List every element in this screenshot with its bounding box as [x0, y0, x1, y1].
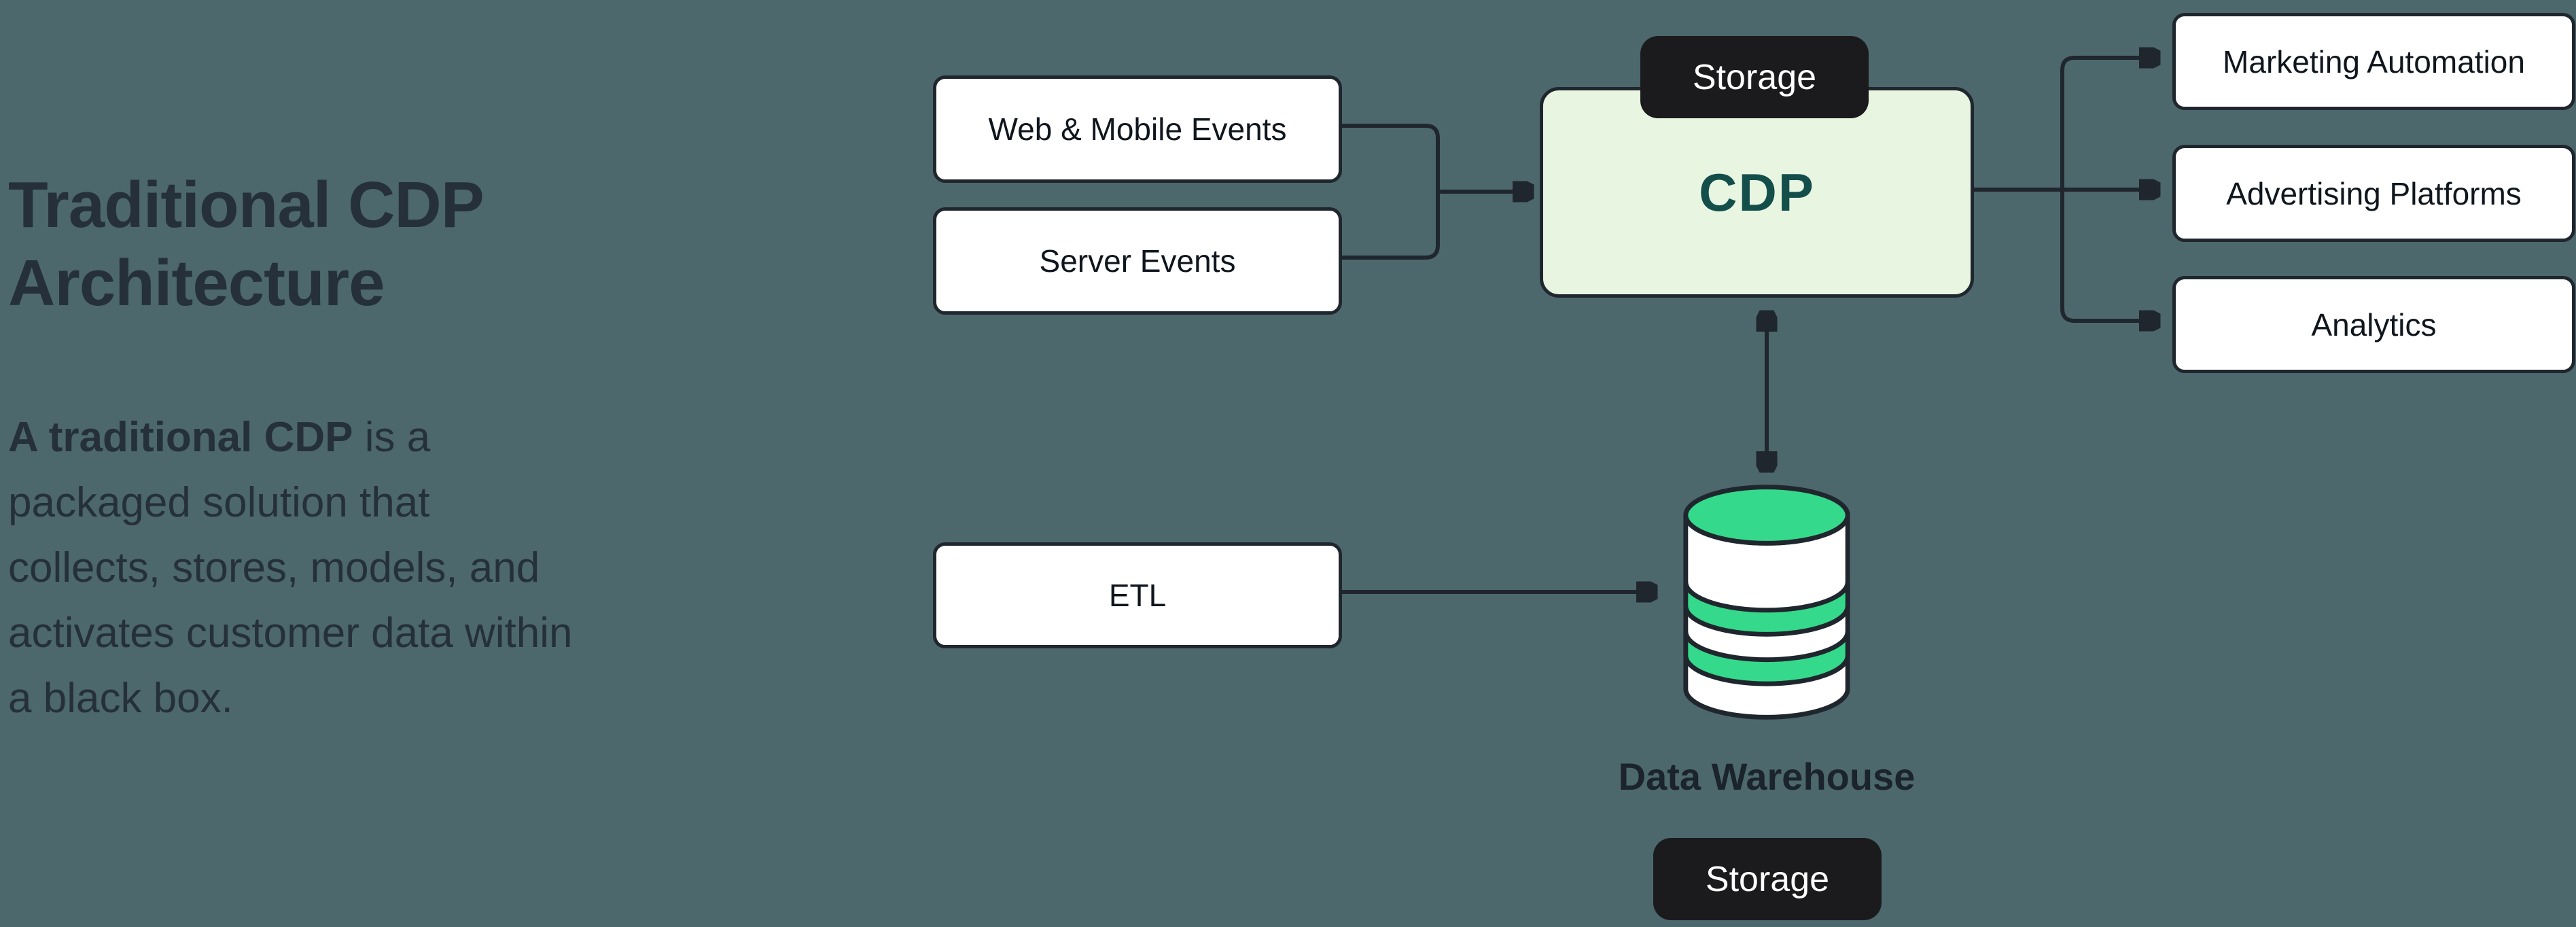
node-analytics: Analytics	[2172, 276, 2575, 373]
database-icon	[1680, 480, 1854, 724]
node-etl-label: ETL	[1108, 578, 1167, 613]
node-web-mobile-events: Web & Mobile Events	[933, 75, 1342, 183]
node-advertising-platforms: Advertising Platforms	[2172, 145, 2575, 242]
storage-badge-top: Storage	[1640, 36, 1869, 118]
node-server-events-label: Server Events	[1039, 243, 1236, 279]
storage-badge-top-label: Storage	[1692, 57, 1817, 97]
database-stripe-lower	[1683, 631, 1850, 686]
arrow-cdp-to-analytics	[2060, 190, 2154, 321]
storage-badge-bottom: Storage	[1653, 838, 1882, 920]
line-web-events-to-junction	[1335, 124, 1440, 192]
description-text: A traditional CDP is a packaged solution…	[8, 405, 579, 731]
node-server-events: Server Events	[933, 207, 1342, 315]
page-title-line1: Traditional CDP	[8, 169, 484, 241]
database-top-disk	[1683, 485, 1850, 546]
node-marketing-automation: Marketing Automation	[2172, 13, 2575, 110]
node-advertising-platforms-label: Advertising Platforms	[2226, 175, 2522, 211]
database-cylinder-graphic	[1683, 485, 1850, 720]
description-rest: is a packaged solution that collects, st…	[8, 414, 573, 722]
node-cdp: CDP	[1540, 87, 1974, 298]
data-warehouse-label: Data Warehouse	[1618, 755, 1916, 798]
description-lead-bold: A traditional CDP	[8, 414, 353, 461]
node-marketing-automation-label: Marketing Automation	[2223, 43, 2525, 80]
node-etl: ETL	[933, 542, 1342, 648]
page-title: Traditional CDP Architecture	[8, 166, 484, 322]
node-cdp-label: CDP	[1699, 162, 1815, 222]
database-stripe-upper	[1683, 582, 1850, 637]
storage-badge-bottom-label: Storage	[1705, 859, 1830, 899]
node-web-mobile-events-label: Web & Mobile Events	[988, 111, 1287, 147]
node-analytics-label: Analytics	[2311, 307, 2437, 343]
arrow-cdp-to-marketing	[2060, 58, 2154, 190]
page-title-line2: Architecture	[8, 247, 385, 320]
line-server-events-to-junction	[1335, 192, 1440, 260]
